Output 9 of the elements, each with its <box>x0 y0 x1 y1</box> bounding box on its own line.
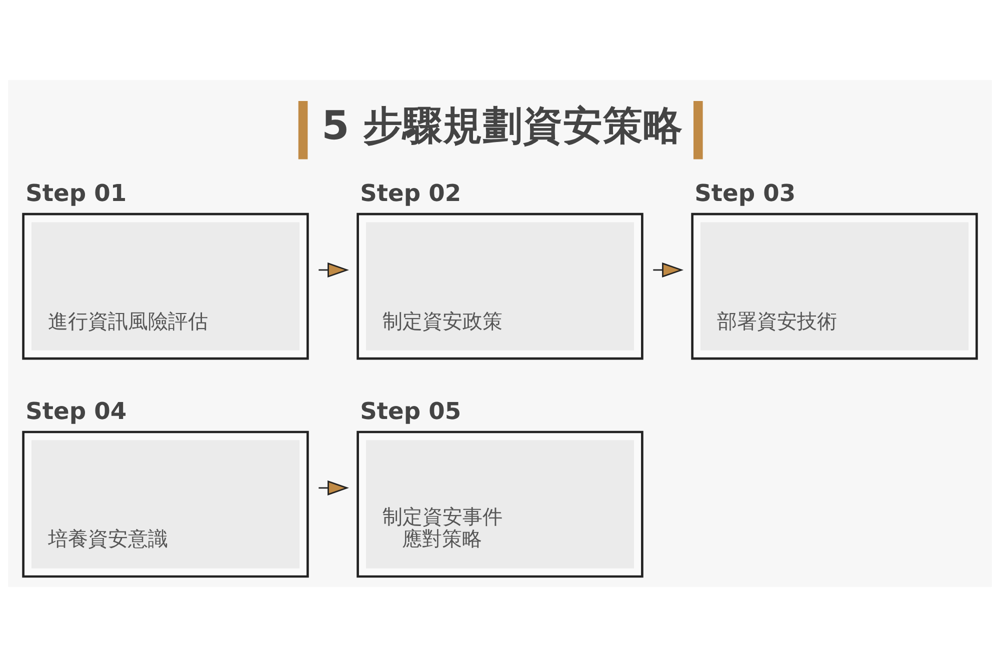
arrow <box>653 262 684 278</box>
node-label: Step 01 <box>26 180 127 208</box>
node-label: Step 04 <box>26 398 127 426</box>
node-label: Step 03 <box>694 180 796 208</box>
arrow <box>318 480 350 496</box>
node-label: Step 02 <box>360 180 462 208</box>
diagram-title: 5 步驟規劃資安策略 <box>322 103 684 150</box>
node-label: Step 05 <box>360 398 462 426</box>
arrow <box>318 262 350 278</box>
